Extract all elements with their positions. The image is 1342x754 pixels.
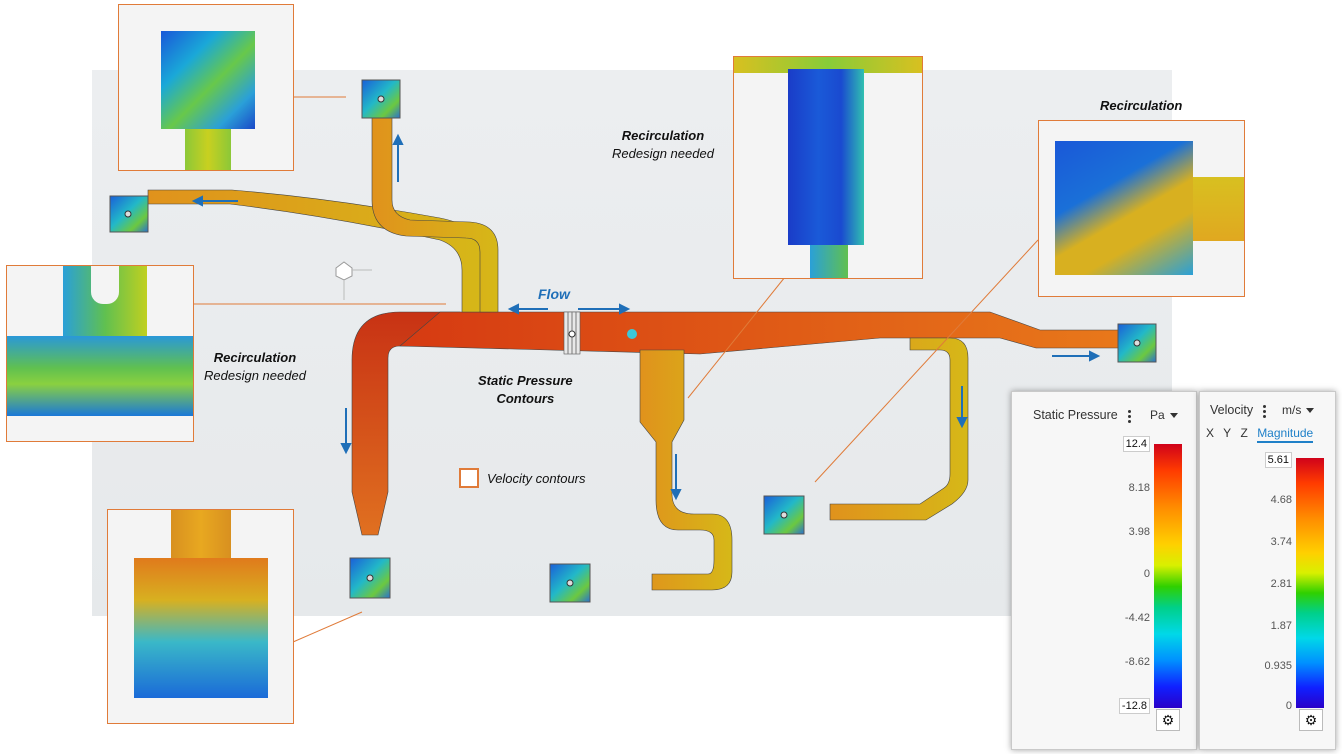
tick-label: 0: [1143, 568, 1150, 580]
recirculation-note-right: Recirculation: [1100, 98, 1182, 113]
recirculation-note-top: Recirculation Redesign needed: [612, 128, 714, 161]
unit-dropdown[interactable]: m/s: [1282, 403, 1315, 417]
tab-z[interactable]: Z: [1240, 426, 1248, 440]
probe-marker: [627, 329, 637, 339]
duct-right-branch: [829, 337, 969, 521]
tick-label: 1.87: [1270, 620, 1292, 632]
tick-label: 0: [1285, 700, 1292, 712]
tab-magnitude[interactable]: Magnitude: [1257, 426, 1314, 443]
tick-label: 3.98: [1128, 526, 1150, 538]
inset-recirculation-tee: [733, 56, 923, 279]
duct-left-branch: [351, 311, 461, 536]
tick-label: 3.74: [1270, 536, 1292, 548]
gear-icon[interactable]: ⚙: [1156, 709, 1180, 731]
caret-down-icon: [1306, 408, 1315, 414]
terminal-bottom-right: [763, 495, 805, 535]
velocity-ticks: 5.61 4.68 3.74 2.81 1.87 0.935 0: [1220, 452, 1292, 716]
colorbar-title: Static Pressure: [1033, 408, 1118, 422]
redesign-needed-text: Redesign needed: [612, 146, 714, 161]
duct-upper-vertical: [371, 115, 499, 313]
recirculation-title: Recirculation: [621, 128, 705, 143]
static-pressure-label: Static Pressure Contours: [478, 373, 573, 406]
static-pressure-colorbar-panel: Static Pressure Pa 12.4 8.18 3.98 0 -4.4…: [1011, 391, 1197, 750]
tick-label: 12.4: [1122, 436, 1150, 452]
duct-upper-left: [147, 189, 491, 313]
tick-label: -12.8: [1118, 698, 1150, 714]
gear-icon[interactable]: ⚙: [1299, 709, 1323, 731]
velocity-component-tabs: X Y Z Magnitude: [1206, 426, 1319, 443]
caret-down-icon: [1169, 413, 1178, 419]
tick-label: 4.68: [1270, 494, 1292, 506]
colorbar-title: Velocity: [1210, 403, 1254, 417]
tab-y[interactable]: Y: [1223, 426, 1232, 440]
inset-junction: [6, 265, 194, 442]
recirculation-note-left: Recirculation Redesign needed: [204, 350, 306, 383]
tick-label: 5.61: [1264, 452, 1292, 468]
tab-x[interactable]: X: [1206, 426, 1215, 440]
velocity-contours-label: Velocity contours: [487, 471, 586, 486]
pressure-ticks: 12.4 8.18 3.98 0 -4.42 -8.62 -12.8: [1082, 436, 1150, 714]
terminal-right: [1117, 323, 1157, 363]
velocity-gradient-bar: [1296, 458, 1324, 708]
callout-lines: [193, 96, 1039, 643]
tick-label: 0.935: [1264, 660, 1292, 672]
duct-main-trunk: [399, 311, 1121, 355]
inset-bottom-terminal: [107, 509, 294, 724]
pressure-gradient-bar: [1154, 444, 1182, 708]
flow-arrows: [191, 133, 1101, 501]
duct-bottom-middle: [639, 349, 733, 591]
recirculation-title: Recirculation: [1100, 98, 1183, 113]
tick-label: 8.18: [1128, 482, 1150, 494]
tick-label: -8.62: [1124, 656, 1150, 668]
recirculation-title: Recirculation: [213, 350, 297, 365]
origin-icon: [335, 261, 353, 281]
kebab-icon[interactable]: [1263, 405, 1266, 420]
tick-label: -4.42: [1124, 612, 1150, 624]
velocity-colorbar-panel: Velocity m/s 5.61 4.68 3.74 2.81 1.87 0.…: [1199, 391, 1336, 750]
inset-top-terminal: [118, 4, 294, 171]
velocity-contours-swatch[interactable]: [459, 468, 479, 488]
unit-dropdown[interactable]: Pa: [1150, 408, 1178, 422]
flow-label: Flow: [538, 286, 570, 302]
redesign-needed-text: Redesign needed: [204, 368, 306, 383]
inset-recirculation-right: [1038, 120, 1245, 297]
kebab-icon[interactable]: [1128, 410, 1131, 425]
tick-label: 2.81: [1270, 578, 1292, 590]
